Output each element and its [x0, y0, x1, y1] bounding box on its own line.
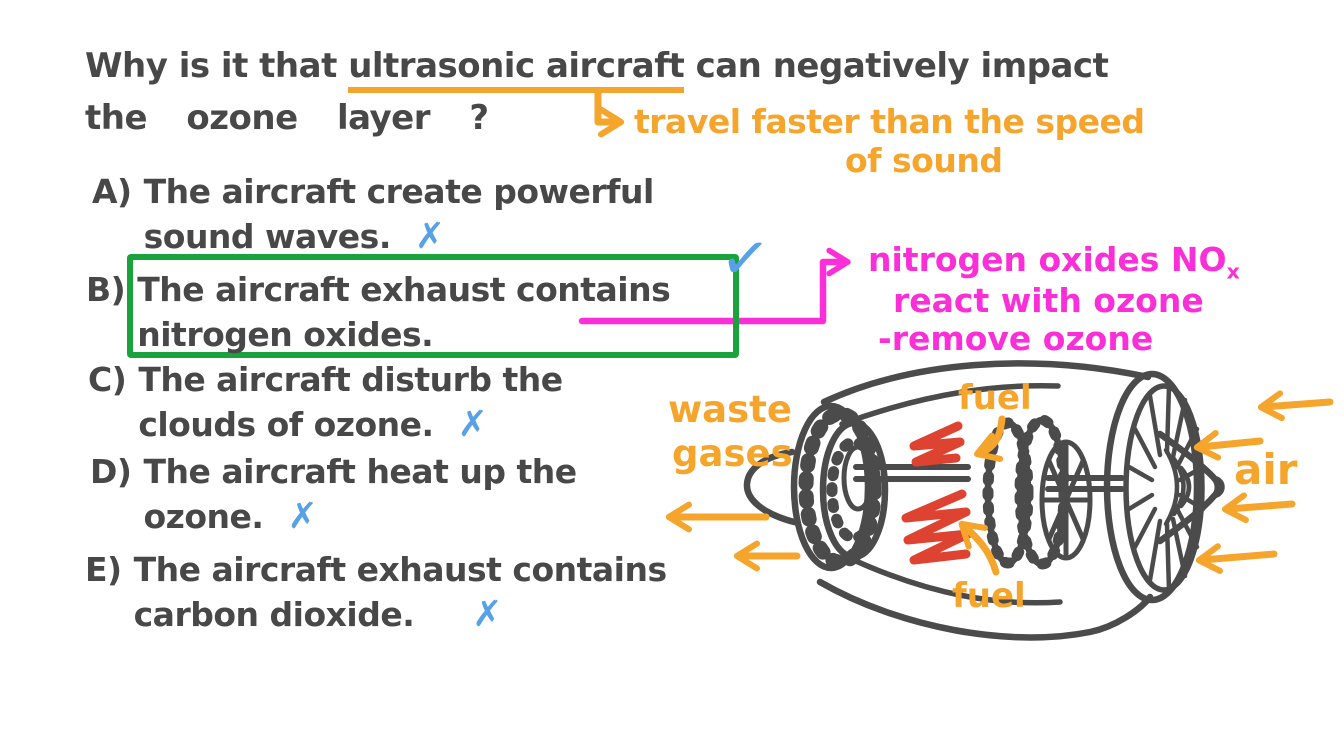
engine-shaft: [853, 464, 1125, 492]
fuel-arrow-top: [974, 415, 1006, 462]
question-line-1: Why is it that ultrasonic aircraft can n…: [85, 46, 1109, 93]
fuel-injection-flames: [901, 421, 973, 565]
turbine-blade-hatching: [798, 406, 882, 570]
fuel-arrow-bottom: [958, 520, 1000, 576]
option-e: E) The aircraft exhaust contains carbon …: [85, 547, 667, 637]
correct-check-mark: ✓: [716, 221, 774, 297]
compressor-disc-2-hatching: [1014, 414, 1070, 570]
question-underlined-term: ultrasonic aircraft: [348, 46, 685, 93]
option-e-line-1: The aircraft exhaust contains: [133, 550, 668, 589]
compressor-disc-1-hatching: [982, 417, 1034, 569]
option-d-line-1: The aircraft heat up the: [143, 452, 577, 491]
waste-gases-label-line-1: waste: [668, 388, 792, 431]
nox-note-line-1: nitrogen oxides NOx: [868, 240, 1240, 284]
option-b-line-1: The aircraft exhaust contains: [137, 270, 671, 309]
turbine-face: [819, 419, 889, 561]
fan-outer-rim: [1103, 370, 1201, 604]
option-b-line-2: nitrogen oxides.: [137, 315, 434, 354]
air-label: air: [1234, 445, 1298, 494]
nox-note-line-1-text: nitrogen oxides NO: [868, 240, 1227, 279]
fan-blades: [1126, 383, 1206, 593]
option-b-label: B): [86, 270, 126, 309]
option-a: A) The aircraft create powerful sound wa…: [92, 169, 654, 259]
turbine-outer-rim: [790, 402, 872, 572]
speed-note-line-1: travel faster than the speed: [634, 102, 1145, 141]
fuel-label-bottom: fuel: [952, 576, 1026, 616]
question-text-post: can negatively impact: [695, 46, 1109, 86]
speed-note-arrow: [594, 88, 625, 138]
option-a-line-2: sound waves.: [143, 217, 392, 256]
option-c-wrong-mark: ✗: [457, 404, 488, 445]
option-e-wrong-mark: ✗: [472, 594, 502, 635]
option-d: D) The aircraft heat up the ozone. ✗: [90, 449, 577, 539]
question-line-2: the ozone layer ?: [85, 98, 489, 138]
air-arrow-1: [1257, 390, 1334, 422]
turbine-inner-hatching: [826, 436, 882, 544]
option-c-line-2: clouds of ozone.: [138, 405, 434, 444]
option-e-label: E): [85, 550, 122, 589]
air-arrow-4: [1195, 543, 1278, 574]
option-a-label: A): [92, 172, 132, 211]
fuel-label-top: fuel: [958, 378, 1032, 418]
nox-subscript: x: [1226, 259, 1240, 284]
air-arrow-3: [1221, 492, 1296, 524]
compressor-disc-1: [984, 419, 1032, 567]
nox-note-line-2: react with ozone: [893, 281, 1204, 320]
fan-spinner-tip: [1211, 475, 1225, 499]
option-e-line-2: carbon dioxide.: [133, 595, 415, 634]
option-c: C) The aircraft disturb the clouds of oz…: [88, 357, 563, 447]
option-c-line-1: The aircraft disturb the: [138, 360, 563, 399]
compressor-spoked-disc: [1039, 439, 1093, 561]
option-a-wrong-mark: ✗: [414, 216, 445, 257]
waste-gases-label-line-2: gases: [672, 432, 793, 475]
fan-inner-rim: [1123, 383, 1205, 593]
compressor-disc-2: [1016, 416, 1068, 568]
option-c-label: C): [88, 360, 127, 399]
nox-note-line-3: -remove ozone: [878, 319, 1154, 358]
option-a-line-1: The aircraft create powerful: [143, 172, 655, 211]
option-d-line-2: ozone.: [143, 497, 264, 536]
fan-spinner-cone: [1156, 430, 1221, 545]
speed-note-line-2: of sound: [845, 141, 1003, 180]
correct-answer-box: [127, 254, 739, 358]
fan-spinner-rings: [1163, 447, 1192, 527]
option-d-label: D): [90, 452, 132, 491]
option-d-wrong-mark: ✗: [287, 496, 318, 537]
option-b: B) The aircraft exhaust contains nitroge…: [86, 267, 671, 357]
question-text-pre: Why is it that: [85, 46, 337, 86]
turbine-hub: [841, 444, 875, 512]
